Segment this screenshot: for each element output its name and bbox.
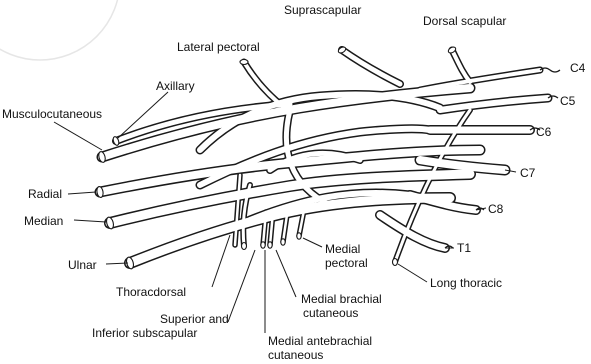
label-c8: C8 [488,202,504,216]
lateral-pectoral-end [240,60,248,65]
label-medial-brachial-line2: cutaneous [303,306,358,320]
label-musculocutaneous: Musculocutaneous [2,107,102,121]
label-long-thoracic: Long thoracic [430,276,502,290]
label-axillary: Axillary [156,79,195,93]
leader-musculocutaneous [54,122,102,150]
label-lateral-pectoral: Lateral pectoral [177,40,260,54]
medial-brachial-end [281,239,285,245]
label-subscapular-line2: Inferior subscapular [92,326,197,340]
leader-subscapular [228,250,255,322]
label-c6: C6 [536,125,552,139]
subscapular-end-1 [261,242,265,248]
label-ulnar: Ulnar [68,258,97,272]
label-medial-antebrachial-line1: Medial antebrachial [268,334,372,348]
medial-pectoral-end [297,233,301,239]
label-medial-brachial-line1: Medial brachial [301,292,382,306]
leader-median [74,220,106,222]
label-c4: C4 [570,61,586,75]
suprascapular-core [342,50,400,84]
background-watermark-circle [0,0,120,60]
c4-root-core [420,70,540,90]
label-thoracodorsal: Thoracdorsal [116,285,186,299]
label-median: Median [24,214,63,228]
label-t1: T1 [457,241,471,255]
label-radial: Radial [28,187,62,201]
label-subscapular-line1: Superior and [160,312,229,326]
label-medial-pectoral-line1: Medial [325,242,360,256]
leader-thoracodorsal [212,235,230,287]
label-c5: C5 [560,94,576,108]
leader-medial-pectoral [303,238,322,247]
label-medial-pectoral-line2: pectoral [325,256,368,270]
leader-medial-brachial [276,250,296,297]
thoracodorsal-end [242,243,247,250]
label-dorsal-scapular: Dorsal scapular [423,14,506,28]
leader-long-thoracic [398,264,427,282]
long-thoracic-end [393,259,398,266]
dorsal-scapular-core [452,50,470,82]
label-c7: C7 [520,166,536,180]
subscapular-end-2 [268,242,272,248]
label-medial-antebrachial-line2: cutaneous [268,348,323,362]
leader-radial [68,192,96,194]
label-suprascapular: Suprascapular [284,3,361,17]
